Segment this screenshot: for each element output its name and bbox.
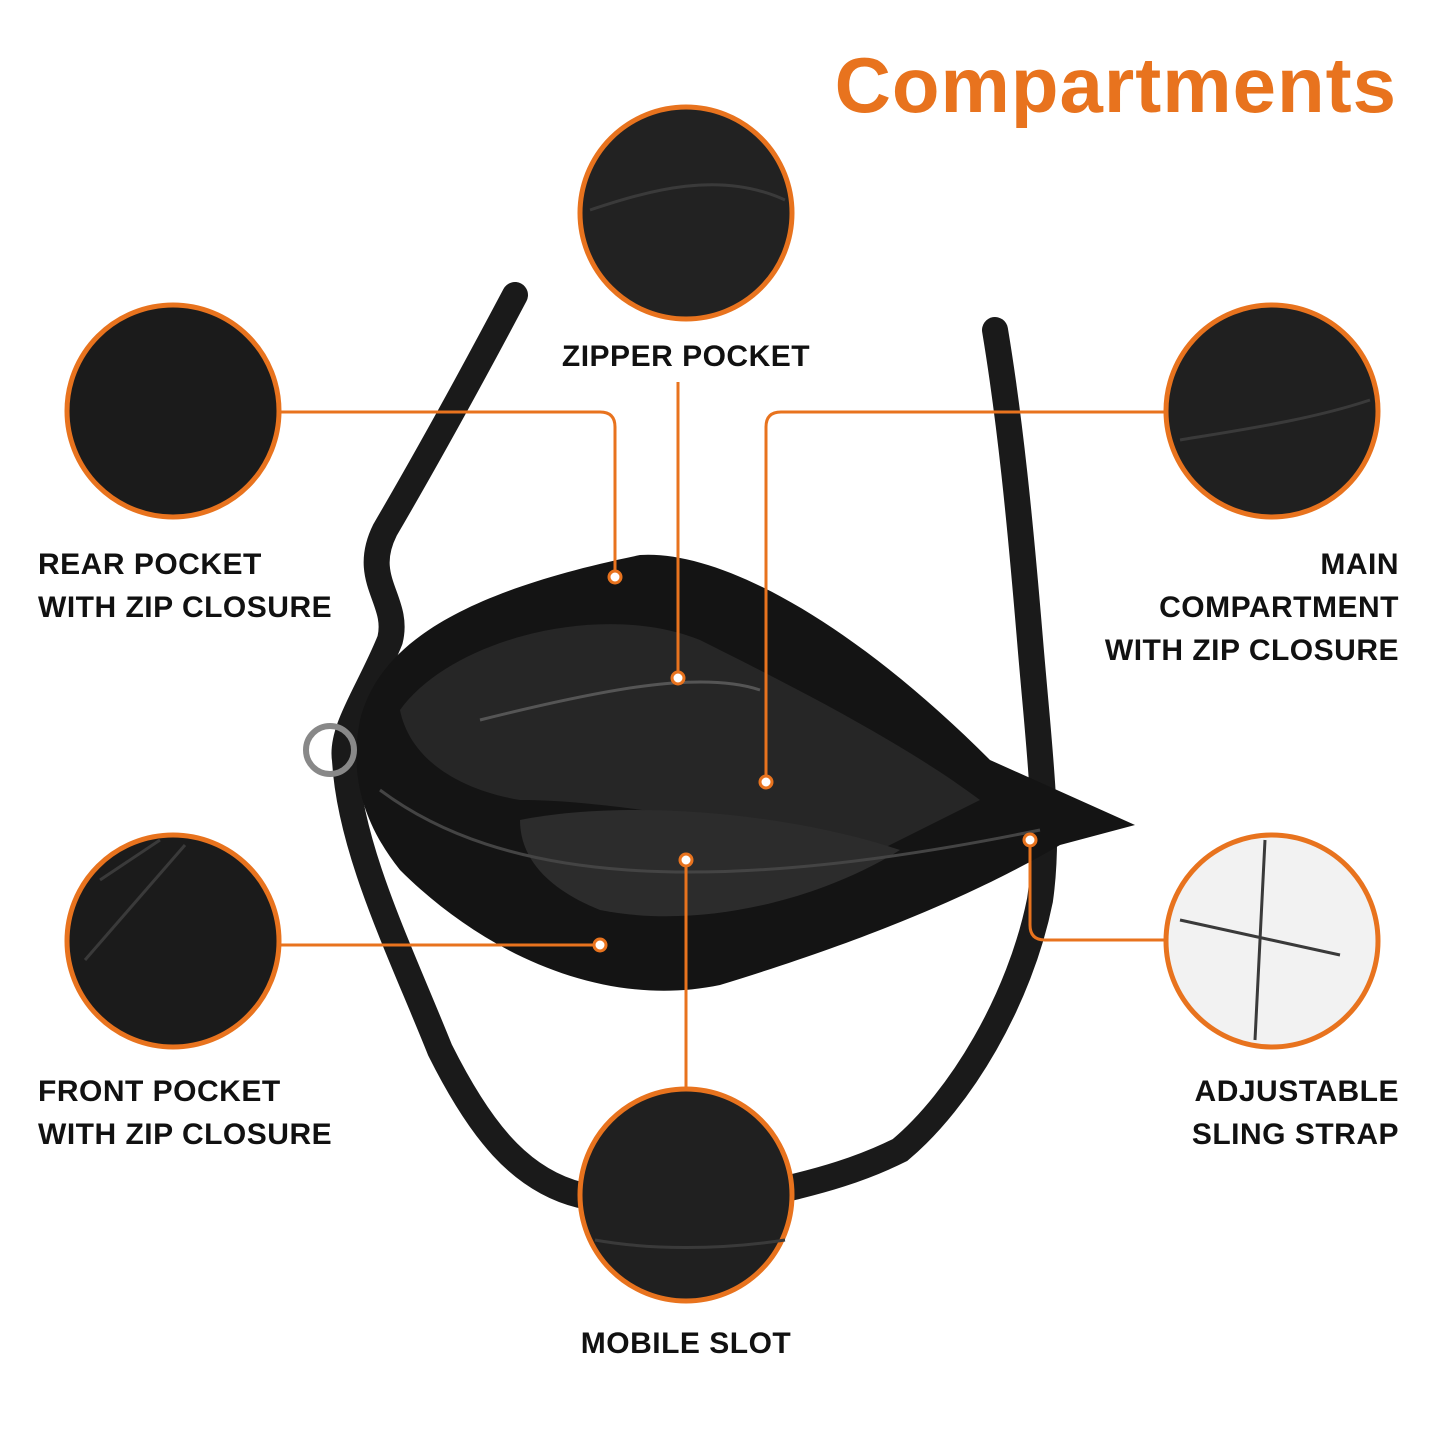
- adjustable-strap-label: ADJUSTABLE SLING STRAP: [1192, 1070, 1399, 1156]
- label-line: WITH ZIP CLOSURE: [38, 1118, 333, 1151]
- label-line: FRONT POCKET: [38, 1075, 281, 1108]
- label-line: REAR POCKET: [38, 548, 262, 581]
- main-compartment-leader: [764, 410, 1165, 782]
- label-line: MOBILE SLOT: [580, 1327, 792, 1360]
- leader-dots: [592, 569, 1038, 953]
- main-compartment-detail: [1163, 302, 1381, 520]
- rear-pocket-label: REAR POCKET WITH ZIP CLOSURE: [38, 543, 332, 629]
- zipper-pocket-detail: [577, 104, 795, 322]
- detail-zip-lines: [83, 183, 1371, 1249]
- rear-pocket-leader: [280, 410, 617, 577]
- adjustable-strap-leader: [1028, 840, 1165, 942]
- bag-body: [303, 554, 1135, 991]
- label-line: WITH ZIP CLOSURE: [38, 591, 333, 624]
- mobile-slot-label: MOBILE SLOT: [436, 1322, 936, 1365]
- front-pocket-label: FRONT POCKET WITH ZIP CLOSURE: [38, 1070, 332, 1156]
- label-line: ZIPPER POCKET: [561, 340, 811, 373]
- zipper-pocket-label: ZIPPER POCKET: [436, 335, 936, 378]
- label-line: SLING STRAP: [1191, 1118, 1399, 1151]
- sling-strap: [331, 282, 1058, 1208]
- page-title: Compartments: [834, 41, 1397, 129]
- label-line: WITH ZIP CLOSURE: [1104, 634, 1399, 667]
- main-compartment-label: MAIN COMPARTMENT WITH ZIP CLOSURE: [1105, 543, 1399, 672]
- label-line: COMPARTMENT: [1159, 591, 1399, 624]
- rear-pocket-detail: [64, 302, 282, 520]
- front-pocket-detail: [64, 832, 282, 1050]
- label-line: MAIN: [1320, 548, 1399, 581]
- mobile-slot-detail: [577, 1086, 795, 1304]
- label-line: ADJUSTABLE: [1194, 1075, 1399, 1108]
- leader-lines: [280, 382, 1165, 1090]
